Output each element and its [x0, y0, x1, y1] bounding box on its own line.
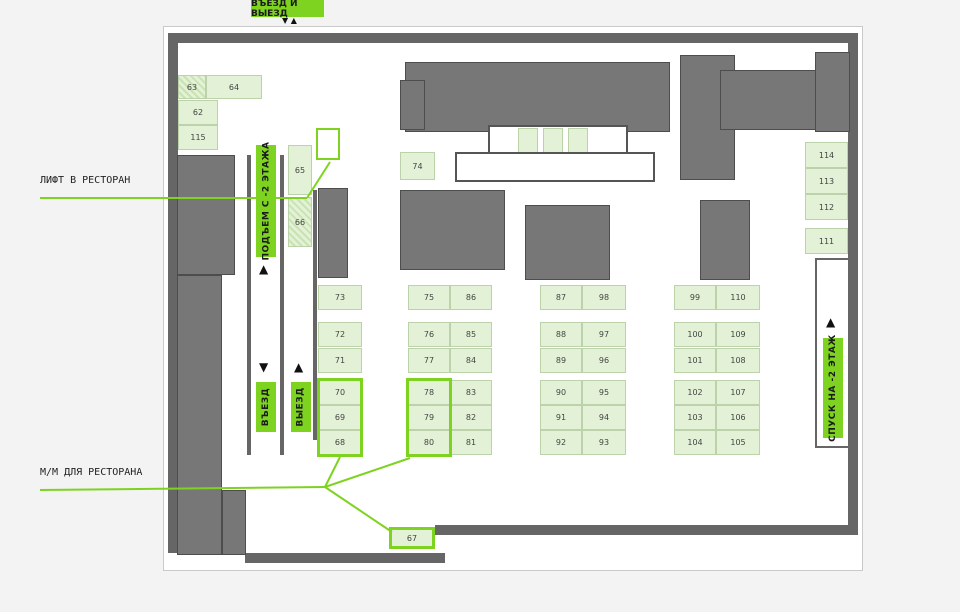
mm-restaurant-callout: М/М ДЛЯ РЕСТОРАНА — [40, 467, 143, 478]
parking-slot: 74 — [400, 152, 435, 180]
ramp-wall — [247, 155, 251, 455]
parking-slot: 103 — [674, 405, 716, 430]
outer-wall-right — [848, 33, 858, 533]
parking-slot: 87 — [540, 285, 582, 310]
up-arrow-icon: ▲ — [294, 360, 304, 374]
lift-restaurant-block — [316, 128, 340, 160]
parking-slot: 104 — [674, 430, 716, 455]
parking-slot: 102 — [674, 380, 716, 405]
exit-label: ВЫЕЗД — [291, 382, 311, 432]
up-arrow-icon: ▲ — [826, 315, 836, 329]
parking-slot: 108 — [716, 348, 760, 373]
parking-slot: 67 — [389, 527, 435, 549]
parking-slot: 106 — [716, 405, 760, 430]
parking-slot: 92 — [540, 430, 582, 455]
mid-structure-block — [700, 200, 750, 280]
entry-label: ВЪЕЗД — [256, 382, 276, 432]
parking-slot: 81 — [450, 430, 492, 455]
parking-slot: 62 — [178, 100, 218, 125]
parking-slot: 97 — [582, 322, 626, 347]
parking-slot: 83 — [450, 380, 492, 405]
left-structure-block — [222, 490, 246, 555]
top-structure-block — [405, 62, 670, 132]
ramp-wall — [313, 190, 317, 440]
outer-wall-bottom — [435, 525, 858, 535]
mid-structure-block — [525, 205, 610, 280]
left-structure-block — [177, 275, 222, 555]
parking-slot: 76 — [408, 322, 450, 347]
parking-slot: 65 — [288, 145, 312, 195]
top-structure-block — [815, 52, 850, 132]
parking-slot: 105 — [716, 430, 760, 455]
lift-restaurant-callout: ЛИФТ В РЕСТОРАН — [40, 175, 131, 186]
parking-slot: 98 — [582, 285, 626, 310]
parking-slot: 71 — [318, 348, 362, 373]
parking-slot: 114 — [805, 142, 848, 168]
outer-wall-left — [168, 33, 178, 553]
ascent-label: ПОДЪЕМ С -2 ЭТАЖА — [256, 142, 276, 260]
parking-slot: 109 — [716, 322, 760, 347]
outer-wall-top — [168, 33, 858, 43]
parking-slot: 88 — [540, 322, 582, 347]
descent-label: СПУСК НА -2 ЭТАЖ — [823, 334, 843, 442]
mid-structure-block — [318, 188, 348, 278]
parking-slot: 111 — [805, 228, 848, 254]
parking-slot: 75 — [408, 285, 450, 310]
parking-slot: 86 — [450, 285, 492, 310]
mid-structure-block — [400, 190, 505, 270]
parking-slot: 112 — [805, 194, 848, 220]
parking-slot: 93 — [582, 430, 626, 455]
parking-slot: 64 — [206, 75, 262, 99]
parking-slot: 66 — [288, 197, 312, 247]
parking-slot: 94 — [582, 405, 626, 430]
ramp-wall — [280, 155, 284, 455]
parking-slot: 96 — [582, 348, 626, 373]
parking-slot: 110 — [716, 285, 760, 310]
parking-slot: 84 — [450, 348, 492, 373]
parking-slot: 72 — [318, 322, 362, 347]
exit-entry-label: ВЪЕЗД И ВЫЕЗД — [251, 0, 324, 19]
parking-slot: 63 — [178, 75, 206, 99]
parking-slot: 73 — [318, 285, 362, 310]
parking-slot: 85 — [450, 322, 492, 347]
outer-wall-bottom-left — [245, 553, 445, 563]
down-arrow-icon: ▼ — [259, 360, 269, 374]
parking-slot: 91 — [540, 405, 582, 430]
parking-slot: 107 — [716, 380, 760, 405]
parking-slot: 101 — [674, 348, 716, 373]
up-arrow-icon: ▲ — [259, 262, 269, 276]
parking-slot: 77 — [408, 348, 450, 373]
parking-slot: 82 — [450, 405, 492, 430]
parking-slot: 113 — [805, 168, 848, 194]
top-structure-block — [400, 80, 425, 130]
parking-slot: 100 — [674, 322, 716, 347]
parking-slot: 95 — [582, 380, 626, 405]
stair-block — [455, 152, 655, 182]
left-structure-block — [177, 155, 235, 275]
parking-slot: 89 — [540, 348, 582, 373]
parking-slot: 99 — [674, 285, 716, 310]
exit-arrow-icon: ▼ ▲ — [282, 16, 297, 25]
parking-slot: 90 — [540, 380, 582, 405]
parking-slot: 115 — [178, 125, 218, 150]
